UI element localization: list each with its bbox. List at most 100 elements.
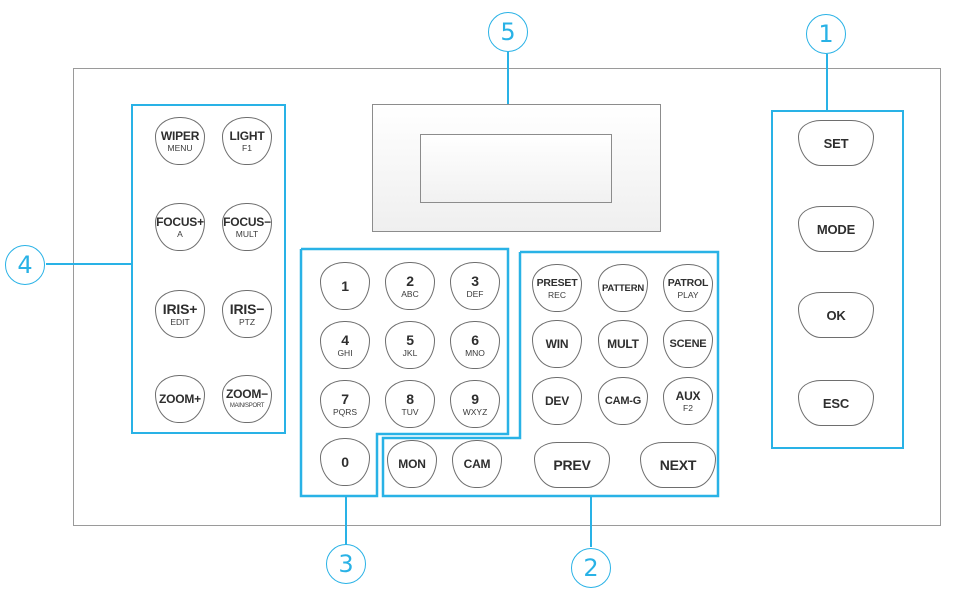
key-label: IRIS+ bbox=[162, 300, 198, 317]
cam-key[interactable]: CAM bbox=[452, 440, 502, 488]
key-sublabel: PTZ bbox=[238, 316, 256, 327]
lcd-screen bbox=[420, 134, 612, 203]
key-sublabel: A bbox=[177, 228, 183, 239]
key-sublabel: PQRS bbox=[332, 406, 358, 417]
cam-g-key[interactable]: CAM-G bbox=[598, 377, 648, 425]
key-label: SET bbox=[823, 135, 849, 151]
key-sublabel: TUV bbox=[401, 406, 419, 417]
key-label: CAM-G bbox=[604, 394, 642, 407]
key-label: LIGHT bbox=[229, 128, 265, 143]
key-label: 8 bbox=[406, 390, 414, 407]
next-key[interactable]: NEXT bbox=[640, 442, 716, 488]
key-label: 9 bbox=[471, 390, 479, 407]
win-key[interactable]: WIN bbox=[532, 320, 582, 368]
pattern-key[interactable]: PATTERN bbox=[598, 264, 648, 312]
zoom-plus-key[interactable]: ZOOM+ bbox=[155, 375, 205, 423]
key-label: 7 bbox=[341, 390, 349, 407]
key-sublabel: JKL bbox=[402, 347, 418, 358]
digit-1-key[interactable]: 1 bbox=[320, 262, 370, 310]
key-label: PATROL bbox=[667, 276, 709, 289]
key-sublabel: MULT bbox=[235, 228, 259, 239]
mode-key[interactable]: MODE bbox=[798, 206, 874, 252]
callout-4: 4 bbox=[5, 245, 45, 285]
key-label: ESC bbox=[822, 395, 850, 411]
key-label: 0 bbox=[341, 453, 349, 470]
key-label: NEXT bbox=[659, 456, 697, 473]
focus-minus-key[interactable]: FOCUS−MULT bbox=[222, 203, 272, 251]
esc-key[interactable]: ESC bbox=[798, 380, 874, 426]
focus-plus-key[interactable]: FOCUS+A bbox=[155, 203, 205, 251]
key-label: FOCUS− bbox=[223, 214, 271, 229]
key-sublabel: MENU bbox=[167, 142, 193, 153]
key-label: 4 bbox=[341, 331, 349, 348]
region-4-box bbox=[131, 104, 286, 434]
callout-2: 2 bbox=[571, 548, 611, 588]
key-sublabel: MNO bbox=[465, 347, 485, 358]
key-label: 5 bbox=[406, 331, 414, 348]
key-sublabel: PLAY bbox=[677, 289, 699, 300]
key-sublabel: MAIN/SPORT bbox=[229, 402, 265, 409]
key-label: MULT bbox=[607, 336, 639, 351]
region-2-outline bbox=[381, 250, 720, 498]
callout-1: 1 bbox=[806, 14, 846, 54]
mult-key[interactable]: MULT bbox=[598, 320, 648, 368]
key-label: OK bbox=[826, 307, 846, 323]
callout-5: 5 bbox=[488, 12, 528, 52]
key-label: IRIS− bbox=[229, 300, 265, 317]
key-label: ZOOM− bbox=[225, 386, 268, 401]
dev-key[interactable]: DEV bbox=[532, 377, 582, 425]
callout-3: 3 bbox=[326, 544, 366, 584]
callout-4-line bbox=[46, 263, 132, 265]
key-label: PREV bbox=[553, 456, 591, 473]
key-sublabel: ABC bbox=[401, 288, 419, 299]
key-label: DEV bbox=[544, 393, 570, 408]
region-1-box bbox=[771, 110, 904, 449]
set-key[interactable]: SET bbox=[798, 120, 874, 166]
key-sublabel: EDIT bbox=[170, 316, 190, 327]
key-label: PATTERN bbox=[601, 282, 645, 294]
ok-key[interactable]: OK bbox=[798, 292, 874, 338]
key-label: 1 bbox=[341, 277, 349, 294]
key-sublabel: REC bbox=[548, 289, 566, 300]
key-label: WIN bbox=[545, 336, 569, 351]
key-label: ZOOM+ bbox=[158, 391, 201, 406]
key-label: FOCUS+ bbox=[156, 214, 204, 229]
key-sublabel: F1 bbox=[242, 142, 252, 153]
key-label: AUX bbox=[675, 388, 701, 403]
key-label: 6 bbox=[471, 331, 479, 348]
key-sublabel: GHI bbox=[337, 347, 353, 358]
zoom-minus-key[interactable]: ZOOM−MAIN/SPORT bbox=[222, 375, 272, 423]
key-label: MODE bbox=[816, 221, 856, 237]
key-label: WIPER bbox=[160, 128, 200, 143]
key-label: SCENE bbox=[669, 337, 707, 350]
iris-minus-key[interactable]: IRIS−PTZ bbox=[222, 290, 272, 338]
callout-1-line bbox=[826, 54, 828, 111]
digit-0-key[interactable]: 0 bbox=[320, 438, 370, 486]
key-sublabel: F2 bbox=[683, 402, 693, 413]
callout-5-line bbox=[507, 52, 509, 104]
iris-plus-key[interactable]: IRIS+EDIT bbox=[155, 290, 205, 338]
prev-key[interactable]: PREV bbox=[534, 442, 610, 488]
key-label: CAM bbox=[463, 456, 491, 471]
mon-key[interactable]: MON bbox=[387, 440, 437, 488]
scene-key[interactable]: SCENE bbox=[663, 320, 713, 368]
key-label: PRESET bbox=[536, 276, 578, 289]
key-sublabel: WXYZ bbox=[462, 406, 488, 417]
region-3-outline bbox=[299, 247, 510, 498]
key-label: 2 bbox=[406, 272, 414, 289]
key-label: MON bbox=[398, 456, 426, 471]
